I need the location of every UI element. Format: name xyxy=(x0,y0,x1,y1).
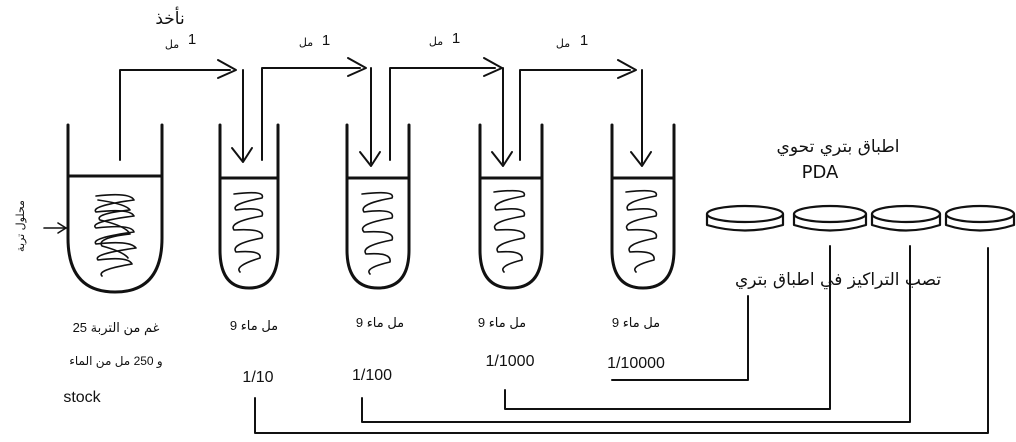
transfer-arrow-2 xyxy=(261,67,361,161)
svg-text:مل: مل xyxy=(556,38,570,50)
dilution-tube-4 xyxy=(610,123,676,290)
tube-2-dilution: 1/100 xyxy=(352,367,392,384)
petri-dish-3 xyxy=(870,204,942,232)
test-tubes xyxy=(66,123,676,294)
petri-dishes xyxy=(705,204,1016,232)
tube-1-dilution: 1/10 xyxy=(242,369,273,386)
tube-3-water: 9 مل ماء xyxy=(478,315,526,330)
tube-4-water: 9 مل ماء xyxy=(612,315,660,330)
tube-2-water: 9 مل ماء xyxy=(356,315,404,330)
tube-4-dilution: 1/10000 xyxy=(607,355,665,372)
dilution-tube-2 xyxy=(345,123,411,290)
stock-line2: و 250 مل من الماء xyxy=(69,354,162,369)
svg-text:1: 1 xyxy=(188,31,196,48)
transfer-arrow-4 xyxy=(519,69,631,161)
pour-label: تصب التراكيز في اطباق بتري xyxy=(735,270,941,290)
stock-tube xyxy=(66,123,164,294)
transfer-label-3: 1 مل xyxy=(429,30,460,48)
svg-text:1: 1 xyxy=(452,30,460,47)
stock-side-label: محلول تربة xyxy=(14,200,27,252)
tube-3-dilution: 1/1000 xyxy=(486,353,535,370)
stock-line1: 25 غم من التربة xyxy=(73,320,160,336)
dilution-tube-1 xyxy=(218,123,280,290)
take-label: نأخذ xyxy=(155,6,184,29)
connector-3 xyxy=(504,245,831,410)
plates-medium: PDA xyxy=(802,162,839,183)
transfer-label-1: 1 مل xyxy=(165,31,196,51)
svg-text:مل: مل xyxy=(299,37,313,49)
stock-name: stock xyxy=(63,389,101,406)
connector-4 xyxy=(611,295,749,381)
svg-text:1: 1 xyxy=(322,32,330,49)
tube-1-water: 9 مل ماء xyxy=(230,318,278,333)
connector-lines xyxy=(254,245,989,434)
transfer-label-4: 1 مل xyxy=(556,32,588,50)
connector-2 xyxy=(361,245,911,423)
connector-1 xyxy=(254,247,989,434)
petri-dish-2 xyxy=(792,204,868,232)
svg-text:مل: مل xyxy=(429,36,443,48)
dilution-tube-3 xyxy=(478,123,544,290)
svg-text:1: 1 xyxy=(580,32,588,49)
transfer-label-2: 1 مل xyxy=(299,32,330,49)
liquid-scribble xyxy=(94,193,137,277)
transfer-arrow-1 xyxy=(119,69,231,161)
plates-title: اطباق بتري تحوي xyxy=(777,137,900,157)
petri-dish-1 xyxy=(705,204,785,232)
transfer-arrows xyxy=(43,57,652,234)
petri-dish-4 xyxy=(944,204,1016,232)
transfer-arrow-3 xyxy=(389,67,496,161)
svg-text:مل: مل xyxy=(165,39,179,51)
